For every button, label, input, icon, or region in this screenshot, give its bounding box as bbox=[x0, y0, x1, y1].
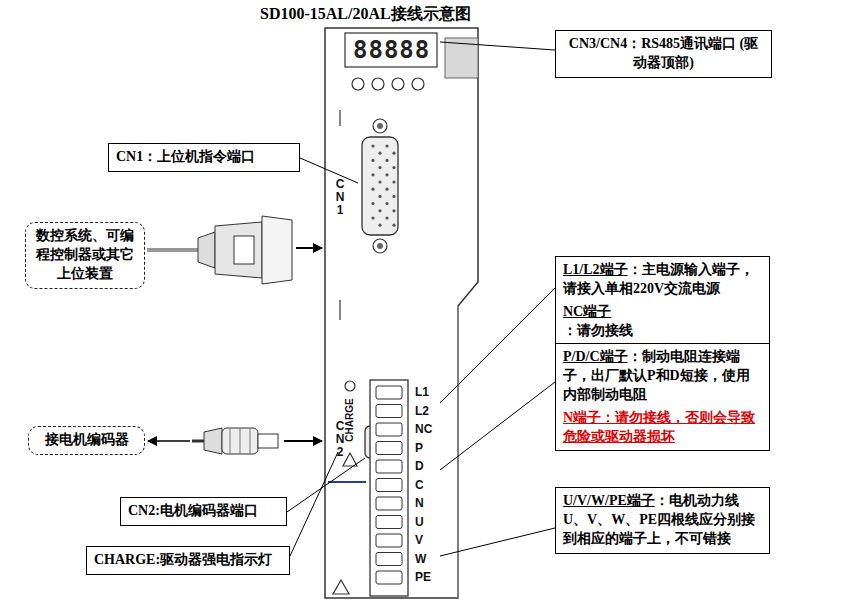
warning-symbol bbox=[333, 580, 349, 594]
terminal-screw bbox=[376, 386, 402, 399]
pin-dot bbox=[385, 159, 388, 162]
box-text: 数控系统、可编程控制器或其它上位装置 bbox=[36, 228, 134, 281]
terminal-screw bbox=[376, 516, 402, 529]
charge-lamp bbox=[345, 381, 355, 391]
device-box: 数控系统、可编程控制器或其它上位装置 bbox=[25, 222, 145, 289]
text-line: N端子：请勿接线，否则会导致危险或驱动器损坏 bbox=[563, 409, 762, 447]
warning-symbol bbox=[343, 453, 357, 466]
box-text: CN1：上位机指令端口 bbox=[116, 149, 255, 164]
pin-dot bbox=[392, 152, 395, 155]
callout-box: CN3/CN4：RS485通讯端口 (驱动器顶部) bbox=[555, 30, 772, 78]
pin-dot bbox=[392, 166, 395, 169]
terminal-label: L1 bbox=[415, 385, 429, 399]
pin-dot bbox=[378, 195, 381, 198]
encoder-cable bbox=[148, 428, 322, 454]
buttons bbox=[352, 78, 424, 90]
box-text: P/D/C端子 bbox=[563, 349, 628, 364]
text-line: NC端子 bbox=[563, 303, 762, 322]
led-display bbox=[345, 33, 437, 67]
pin-dot bbox=[378, 166, 381, 169]
display-digits: 88888 bbox=[353, 38, 430, 62]
pin-dot bbox=[385, 188, 388, 191]
terminal-label: N bbox=[415, 496, 424, 510]
box-text: CHARGE:驱动器强电指示灯 bbox=[94, 552, 272, 567]
terminal-screw bbox=[376, 479, 402, 492]
box-text: ：请勿接线 bbox=[563, 323, 633, 338]
terminal-screw bbox=[376, 534, 402, 547]
box-text: L1/L2端子 bbox=[563, 262, 628, 277]
pin-dot bbox=[371, 144, 374, 147]
port-label: CN1 bbox=[334, 178, 346, 218]
terminal-label: U bbox=[415, 515, 424, 529]
terminal-screw bbox=[376, 553, 402, 566]
pin-dot bbox=[392, 224, 395, 227]
terminal-screw bbox=[376, 497, 402, 510]
terminal-label: NC bbox=[415, 422, 432, 436]
pin-dot bbox=[371, 188, 374, 191]
terminal-screw bbox=[376, 405, 402, 418]
lamp-label: CHARGE bbox=[344, 398, 356, 441]
callout-box: CHARGE:驱动器强电指示灯 bbox=[86, 546, 290, 575]
terminal-screw bbox=[376, 460, 402, 473]
box-text: 接电机编码器 bbox=[45, 432, 129, 447]
pin-dot bbox=[385, 173, 388, 176]
pin-dot bbox=[371, 216, 374, 219]
box-text: CN2:电机编码器端口 bbox=[128, 503, 258, 518]
callout-box: CN2:电机编码器端口 bbox=[120, 497, 287, 526]
device-box: 接电机编码器 bbox=[28, 426, 145, 455]
terminal-label: PE bbox=[415, 570, 431, 584]
terminal-label: L2 bbox=[415, 404, 429, 418]
terminal-label: V bbox=[415, 533, 423, 547]
pin-dot bbox=[385, 202, 388, 205]
pin-dot bbox=[378, 209, 381, 212]
callout-box: L1/L2端子：主电源输入端子，请接入单相220V交流电源NC端子：请勿接线 bbox=[555, 256, 770, 346]
pin-dot bbox=[392, 195, 395, 198]
terminal-label: C bbox=[415, 478, 424, 492]
blue-mark bbox=[328, 481, 366, 483]
terminal-block bbox=[370, 380, 408, 596]
terminal-label: W bbox=[415, 552, 426, 566]
pin-dot bbox=[378, 180, 381, 183]
pin-dot bbox=[371, 173, 374, 176]
pin-dot bbox=[378, 224, 381, 227]
pin-dot bbox=[371, 159, 374, 162]
box-text: CN3/CN4：RS485通讯端口 (驱动器顶部) bbox=[569, 36, 758, 70]
box-text: NC端子 bbox=[563, 304, 611, 319]
callout-box: P/D/C端子：制动电阻连接端子，出厂默认P和D短接，使用内部制动电阻N端子：请… bbox=[555, 343, 770, 451]
host-cable bbox=[147, 216, 322, 284]
terminal-screw bbox=[376, 442, 402, 455]
box-text: U/V/W/PE端子 bbox=[563, 493, 655, 508]
terminal-label: D bbox=[415, 459, 424, 473]
terminal-screw bbox=[376, 423, 402, 436]
drive-body bbox=[325, 28, 478, 598]
pin-dot bbox=[385, 144, 388, 147]
callout-box: U/V/W/PE端子：电机动力线 U、V、W、PE四根线应分别接到相应的端子上，… bbox=[555, 487, 770, 554]
callout-box: CN1：上位机指令端口 bbox=[108, 143, 300, 172]
cn1-connector bbox=[362, 137, 398, 235]
leader-lines bbox=[287, 42, 555, 556]
pin-dot bbox=[385, 216, 388, 219]
terminal-label: P bbox=[415, 441, 423, 455]
pin-dot bbox=[392, 180, 395, 183]
pin-dot bbox=[392, 209, 395, 212]
pin-dot bbox=[371, 202, 374, 205]
box-text: N端子：请勿接线，否则会导致危险或驱动器损坏 bbox=[563, 410, 755, 444]
terminal-screw bbox=[376, 571, 402, 584]
diagram-title: SD100-15AL/20AL接线示意图 bbox=[260, 4, 471, 23]
pin-dot bbox=[378, 152, 381, 155]
